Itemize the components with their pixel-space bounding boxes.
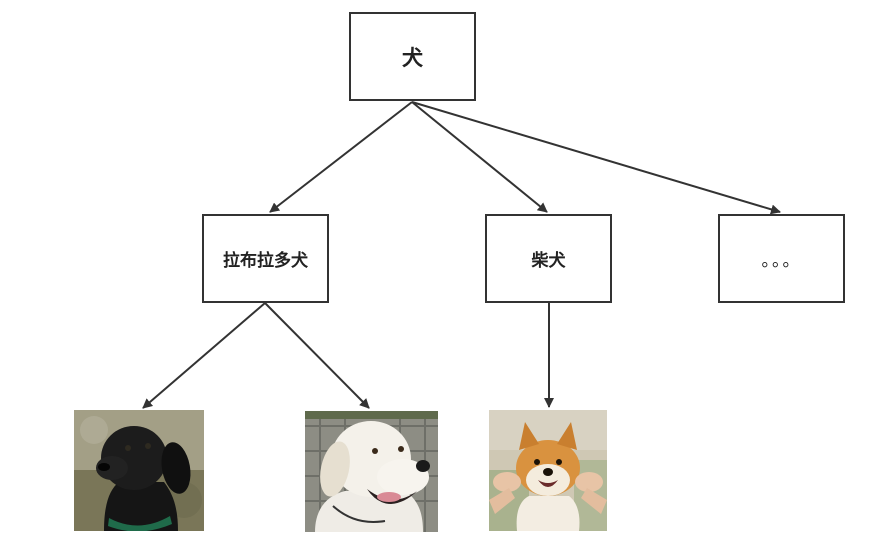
node-labrador: 拉布拉多犬 <box>202 214 329 303</box>
node-shiba: 柴犬 <box>485 214 612 303</box>
node-shiba-label: 柴犬 <box>531 251 566 271</box>
edge-root-to-labrador <box>269 101 413 213</box>
shiba-inu-photo <box>489 410 607 531</box>
node-labrador-label: 拉布拉多犬 <box>223 251 308 271</box>
edge-labrador-to-black <box>142 302 266 409</box>
node-dog: 犬 <box>349 12 476 101</box>
edge-root-to-shiba <box>411 101 548 213</box>
yellow-labrador-photo <box>305 411 438 532</box>
node-dog-label: 犬 <box>402 45 423 70</box>
edge-labrador-to-yellow <box>264 302 370 409</box>
black-labrador-photo <box>74 410 204 531</box>
node-more: 。。。 <box>718 214 845 303</box>
edge-root-to-more <box>411 101 781 215</box>
node-more-label: 。。。 <box>761 251 802 271</box>
